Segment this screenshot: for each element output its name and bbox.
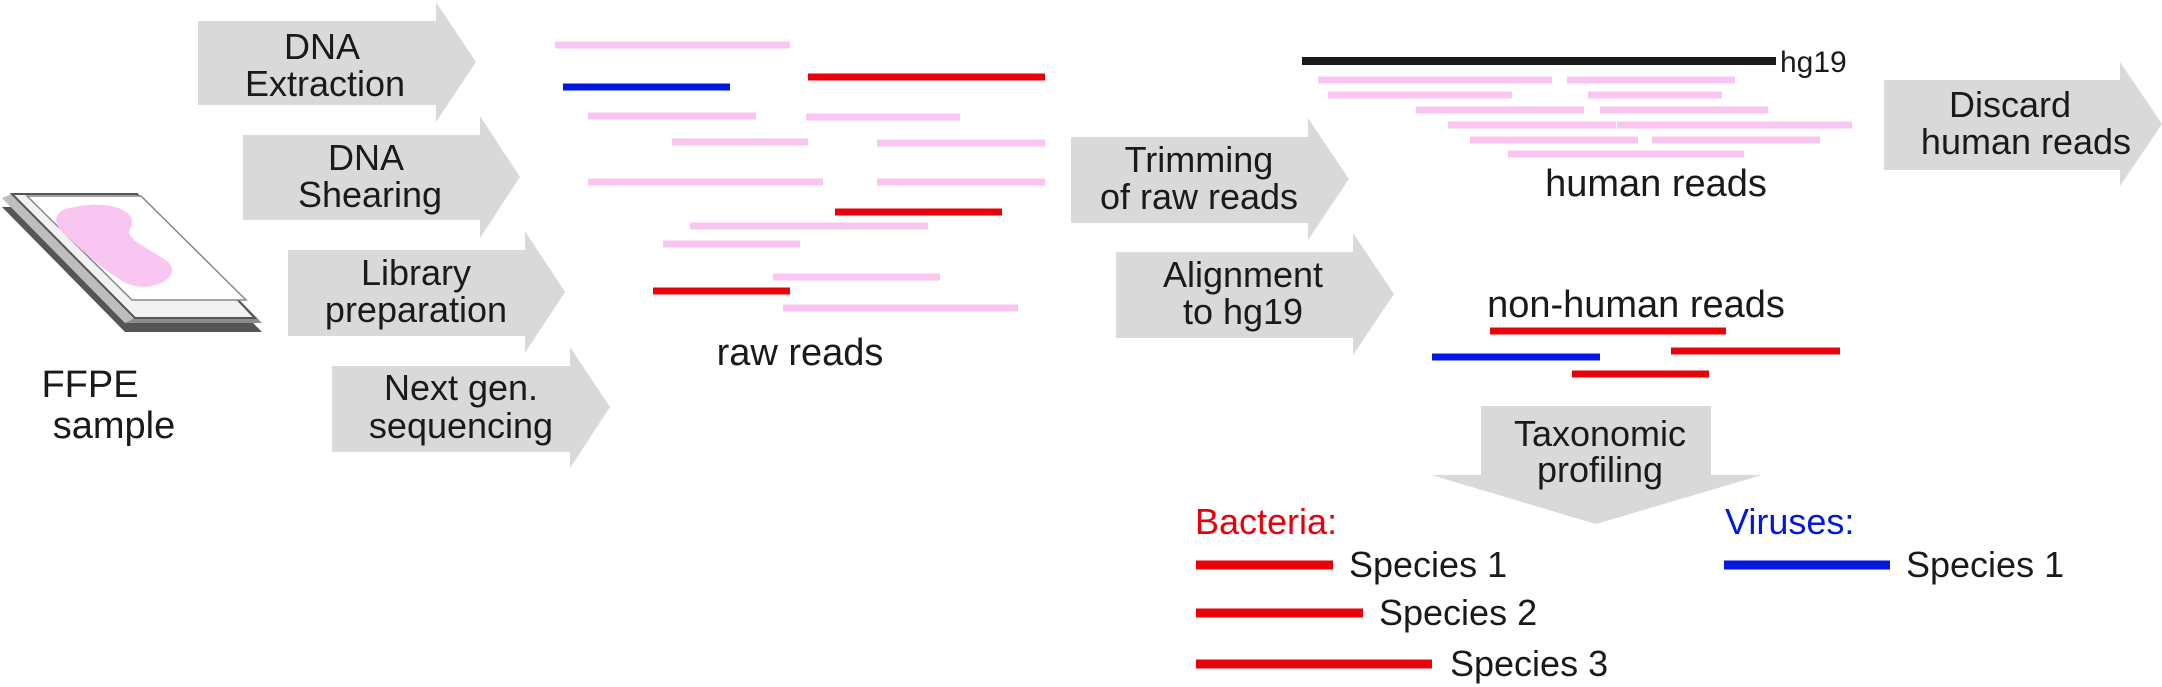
arrow-dna-extraction: DNA Extraction	[198, 2, 476, 122]
arrow-next-gen-sequencing: Next gen. sequencing	[332, 347, 610, 468]
arrow-discard: Discard human reads	[1884, 62, 2162, 186]
arrow-trimming: Trimming of raw reads	[1071, 118, 1349, 240]
viruses-title: Viruses:	[1725, 501, 1854, 542]
dna-shearing-line1: DNA	[328, 137, 404, 178]
bacteria-species-3-label: Species 3	[1450, 643, 1608, 684]
library-prep-line1: Library	[361, 252, 471, 293]
sample-label-line1: FFPE	[41, 364, 138, 406]
sample-label-line2: sample	[53, 405, 176, 447]
ffpe-slide-icon	[2, 193, 262, 332]
taxonomic-line2: profiling	[1537, 449, 1663, 490]
bacteria-title: Bacteria:	[1195, 501, 1337, 542]
bacteria-species-1-label: Species 1	[1349, 544, 1507, 585]
trimming-line2: of raw reads	[1100, 176, 1298, 217]
dna-extraction-line1: DNA	[284, 26, 360, 67]
raw-reads-group	[555, 41, 1045, 312]
arrow-alignment: Alignment to hg19	[1116, 233, 1394, 355]
nonhuman-reads-label: non-human reads	[1487, 284, 1785, 326]
arrow-library-preparation: Library preparation	[288, 231, 565, 353]
raw-reads-label: raw reads	[717, 332, 884, 374]
discard-line1: Discard	[1949, 84, 2071, 125]
tissue-section	[56, 204, 173, 287]
human-reads-group	[1318, 76, 1852, 158]
library-prep-line2: preparation	[325, 289, 507, 330]
arrow-dna-shearing: DNA Shearing	[243, 116, 520, 238]
hg19-label: hg19	[1780, 46, 1847, 79]
nonhuman-reads-group	[1432, 327, 1840, 378]
slide-edge	[2, 194, 135, 323]
trimming-line1: Trimming	[1125, 139, 1274, 180]
dna-shearing-line2: Shearing	[298, 174, 442, 215]
next-gen-seq-line1: Next gen.	[384, 367, 538, 408]
dna-extraction-line2: Extraction	[245, 63, 405, 104]
human-reads-label: human reads	[1545, 163, 1767, 205]
alignment-line2: to hg19	[1183, 291, 1303, 332]
alignment-line1: Alignment	[1163, 254, 1323, 295]
viruses-species-1-label: Species 1	[1906, 544, 2064, 585]
taxonomic-line1: Taxonomic	[1514, 413, 1686, 454]
discard-line2: human reads	[1921, 121, 2131, 162]
arrow-taxonomic-profiling: Taxonomic profiling	[1431, 406, 1762, 524]
next-gen-seq-line2: sequencing	[369, 405, 553, 446]
bacteria-species-2-label: Species 2	[1379, 592, 1537, 633]
